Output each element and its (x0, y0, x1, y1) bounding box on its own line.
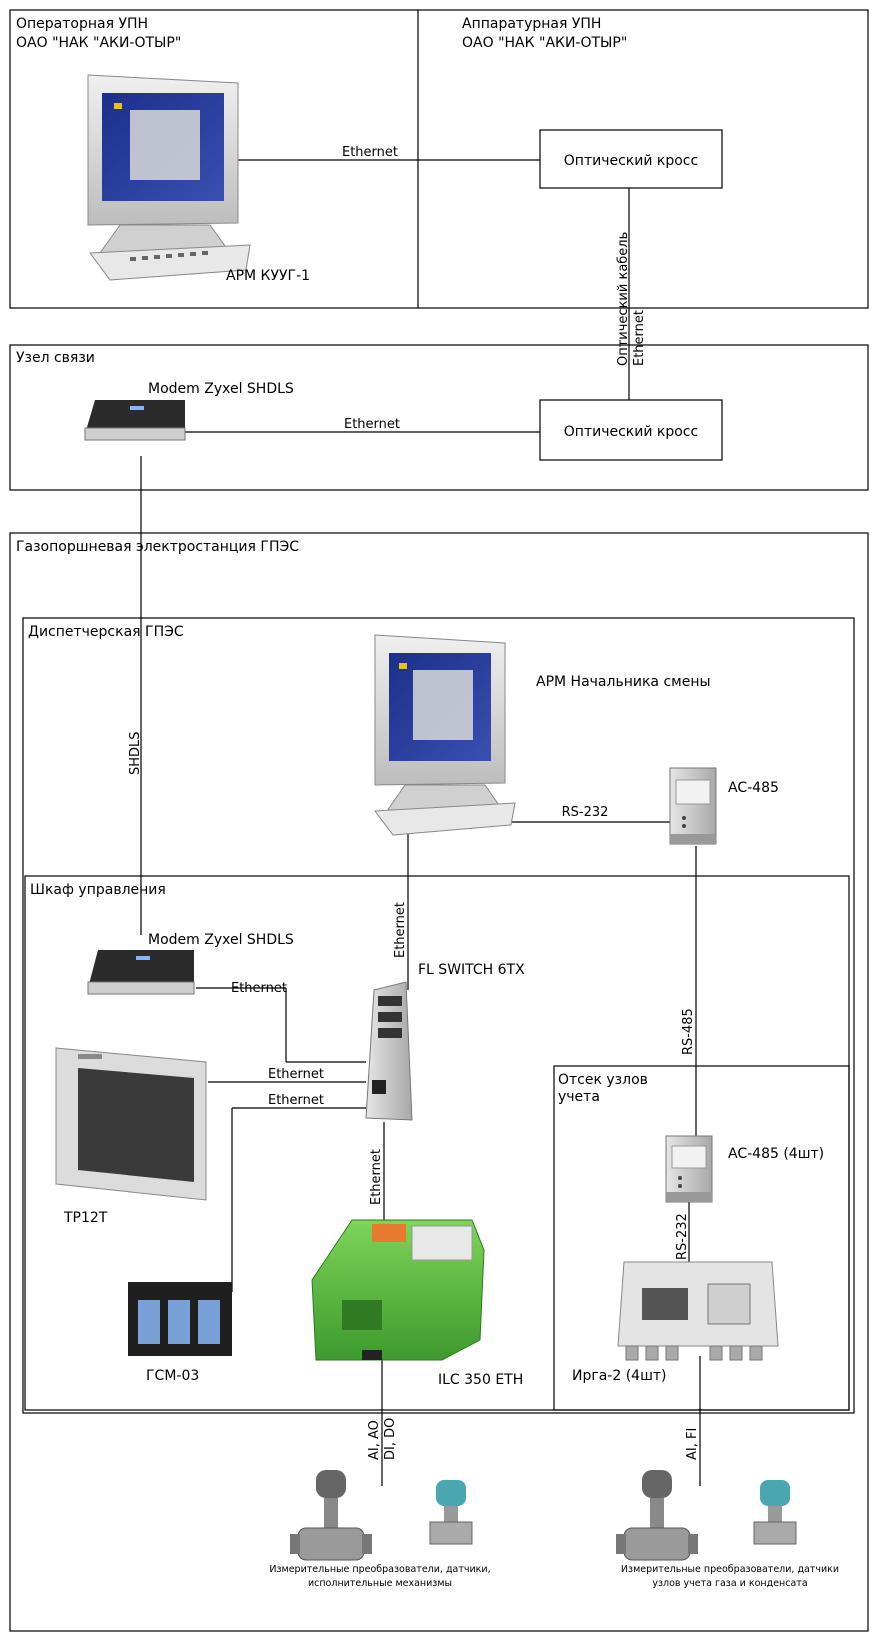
zone-gas-station (9, 532, 869, 1632)
monitor-icon (87, 74, 251, 281)
converter-icon (669, 767, 717, 845)
label-ac485-4: AC-485 (4шт) (728, 1146, 824, 1162)
link-label-eth-switch-ilc: Ethernet (369, 1149, 384, 1205)
link-label-optical-cable: Оптический кабельEthernet (616, 232, 647, 366)
link-label-eth-tp-switch: Ethernet (268, 1067, 324, 1082)
pressure-transmitter-icon-right (753, 1480, 797, 1545)
modem-icon (84, 400, 186, 441)
zone-label-dispatch: Диспетчерская ГПЭС (28, 624, 184, 640)
label-arm-kuug: АРМ КУУГ-1 (226, 268, 310, 284)
touch-panel-icon (55, 1047, 207, 1201)
flow-computer-icon (617, 1261, 779, 1361)
link-label-eth-arm-cross: Ethernet (342, 145, 398, 160)
modem-icon-cabinet (87, 950, 195, 995)
label-ilc350: ILC 350 ETH (438, 1372, 523, 1388)
label-fl-switch: FL SWITCH 6TX (418, 962, 525, 978)
switch-icon (365, 981, 413, 1121)
zone-metering (553, 1065, 850, 1411)
link-label-eth-gsm-switch: Ethernet (268, 1093, 324, 1108)
label-modem-cabinet: Modem Zyxel SHDLS (148, 932, 294, 948)
link-label-eth-modem-cross: Ethernet (344, 417, 400, 432)
zone-label-cabinet: Шкаф управления (30, 882, 166, 898)
converter-icon-metering (665, 1135, 713, 1203)
link-label-rs485: RS-485 (681, 1008, 696, 1055)
link-label-eth-modem-switch: Ethernet (231, 981, 287, 996)
link-label-eth-arm-switch: Ethernet (393, 902, 408, 958)
optical-cross-comm: Оптический кросс (539, 399, 723, 461)
zone-top-frame (9, 9, 869, 309)
plc-icon (311, 1219, 485, 1361)
svg-text:Оптический кросс: Оптический кросс (564, 153, 698, 169)
label-irga2: Ирга-2 (4шт) (572, 1368, 667, 1384)
label-modem-top: Modem Zyxel SHDLS (148, 381, 294, 397)
link-label-ai-fi: AI, FI (685, 1428, 700, 1460)
zone-label-gas: Газопоршневая электростанция ГПЭС (16, 539, 299, 555)
label-tp12t: TP12T (63, 1210, 108, 1226)
zone-dispatch (22, 617, 855, 1414)
flow-meter-icon (290, 1470, 372, 1561)
link-label-ai-ao: AI, AODI, DO (367, 1418, 398, 1460)
optical-cross-hardware: Оптический кросс (539, 129, 723, 189)
link-label-shdls: SHDLS (128, 731, 143, 775)
label-ac485: AC-485 (728, 780, 779, 796)
label-sensors-left: Измерительные преобразователи, датчики,и… (269, 1564, 490, 1589)
label-gsm03: ГСМ-03 (146, 1368, 199, 1384)
gsm-module-icon (128, 1282, 232, 1356)
link-label-rs232-top: RS-232 (562, 805, 609, 820)
monitor-icon-chief (374, 634, 516, 836)
zone-label-comm: Узел связи (16, 350, 95, 366)
pressure-transmitter-icon (429, 1480, 473, 1545)
label-arm-chief: АРМ Начальника смены (536, 674, 711, 690)
zone-comm-node (9, 344, 869, 491)
flow-meter-icon-right (616, 1470, 698, 1561)
link-label-rs232-bottom: RS-232 (675, 1213, 690, 1260)
svg-text:Оптический кросс: Оптический кросс (564, 424, 698, 440)
